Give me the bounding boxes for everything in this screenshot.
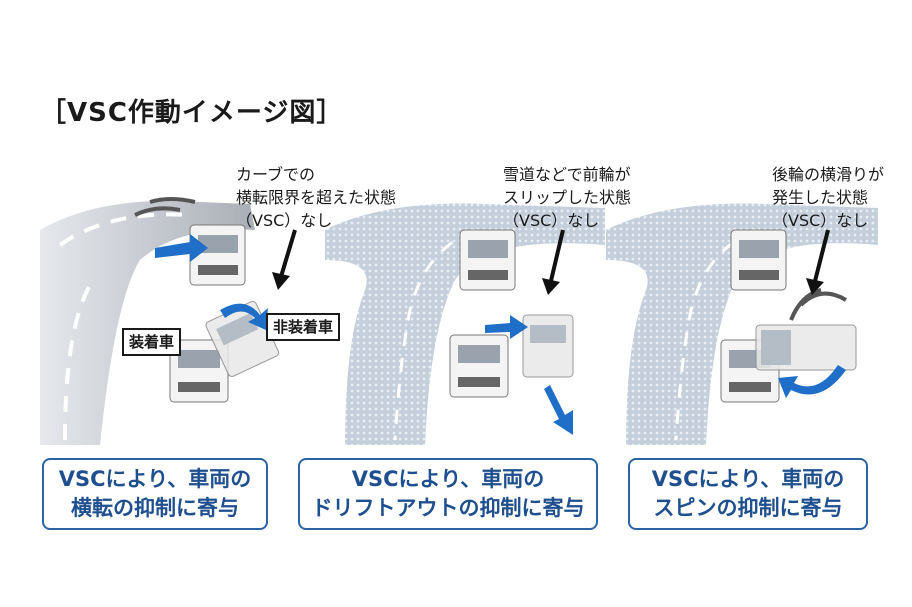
caption-driftout: 雪道などで前輪が スリップした状態 （VSC）なし: [503, 165, 632, 230]
diagram-title: ［VSC作動イメージ図］: [40, 98, 344, 128]
blue-curved-arrow: [220, 303, 268, 330]
truck-equipped: [449, 334, 509, 398]
blue-curved-arrow: [778, 365, 846, 398]
caption-rollover: カーブでの 横転限界を超えた状態 （VSC）なし: [236, 165, 397, 230]
label-not-equipped: 非装着車: [266, 313, 341, 341]
truck-upper: [189, 224, 246, 286]
label-equipped: 装着車: [122, 328, 182, 356]
snowy-road: [325, 203, 605, 445]
pointer-arrow: [278, 229, 297, 281]
panel-rollover-illustration: [40, 197, 297, 445]
result-box-driftout: VSCにより、車両の ドリフトアウトの抑制に寄与: [298, 458, 598, 530]
panel-spin-illustration: [606, 203, 878, 445]
snowy-road: [606, 203, 878, 445]
result-box-rollover: VSCにより、車両の 横転の抑制に寄与: [42, 458, 268, 530]
blue-arrow: [485, 315, 528, 339]
result-box-spin: VSCにより、車両の スピンの抑制に寄与: [628, 458, 868, 530]
truck-upper: [459, 229, 516, 291]
blue-arrow-out: [544, 385, 573, 435]
truck-upper: [730, 229, 787, 291]
road-curve: [40, 200, 255, 445]
truck-drifting: [522, 314, 574, 378]
pointer-arrow: [812, 229, 830, 286]
caption-spin: 後輪の横滑りが 発生した状態 （VSC）なし: [772, 165, 885, 230]
blue-arrow: [155, 234, 208, 262]
truck-equipped: [169, 339, 229, 403]
panel-driftout-illustration: [325, 203, 605, 445]
truck-spinning: [755, 324, 857, 371]
road-centerline: [58, 212, 191, 247]
pointer-arrow: [548, 229, 565, 286]
